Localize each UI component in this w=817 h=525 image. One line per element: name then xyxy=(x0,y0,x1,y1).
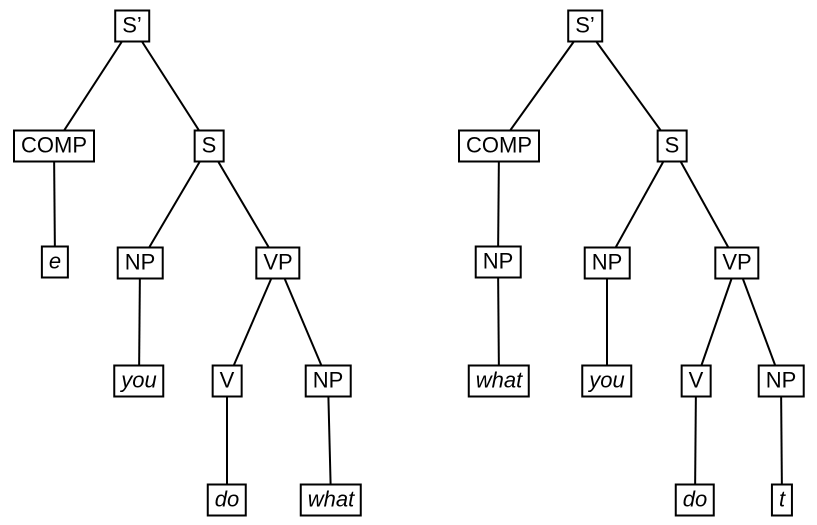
right-node-do: do xyxy=(674,483,716,517)
left-node-e: e xyxy=(40,245,70,279)
edge-right-v-do xyxy=(694,380,697,501)
right-node-np-object: NP xyxy=(757,364,805,398)
right-node-vp: VP xyxy=(714,246,760,280)
edge-left-s-np xyxy=(139,145,210,264)
right-node-s-bar: S’ xyxy=(567,9,603,43)
left-node-np-subject: NP xyxy=(116,246,164,280)
edge-left-vp-np xyxy=(277,262,329,382)
edge-left-np-what xyxy=(327,380,332,501)
edge-right-s-vp xyxy=(671,145,738,264)
edge-right-sbar-s xyxy=(584,25,673,147)
right-node-np-comp: NP xyxy=(474,245,522,279)
left-node-comp: COMP xyxy=(13,129,95,163)
edge-right-np-t xyxy=(780,380,783,501)
edge-right-comp-np xyxy=(497,145,500,263)
right-node-comp: COMP xyxy=(458,129,540,163)
left-node-do: do xyxy=(206,483,248,517)
right-node-v: V xyxy=(680,364,712,398)
edge-left-sbar-s xyxy=(131,25,210,147)
edge-left-s-vp xyxy=(208,145,279,264)
edge-left-sbar-comp xyxy=(53,25,133,147)
left-node-s-bar: S’ xyxy=(114,9,150,43)
edge-right-vp-v xyxy=(695,262,738,382)
left-node-np-object: NP xyxy=(304,364,352,398)
edge-left-np-you xyxy=(138,262,141,382)
edge-right-s-np xyxy=(606,145,673,264)
right-node-t: t xyxy=(770,483,794,517)
edge-right-sbar-comp xyxy=(498,25,586,147)
left-node-vp: VP xyxy=(255,246,301,280)
left-node-what: what xyxy=(299,483,363,517)
right-node-you: you xyxy=(581,364,633,398)
edge-right-np-what xyxy=(497,261,500,382)
left-node-you: you xyxy=(113,364,165,398)
left-node-s: S xyxy=(193,129,225,163)
right-node-np-subject: NP xyxy=(583,246,631,280)
right-node-what: what xyxy=(467,364,531,398)
edge-left-comp-e xyxy=(53,145,56,263)
edge-left-vp-v xyxy=(226,262,279,382)
right-node-s: S xyxy=(656,129,688,163)
edge-right-vp-np xyxy=(736,262,782,382)
left-node-v: V xyxy=(211,364,243,398)
